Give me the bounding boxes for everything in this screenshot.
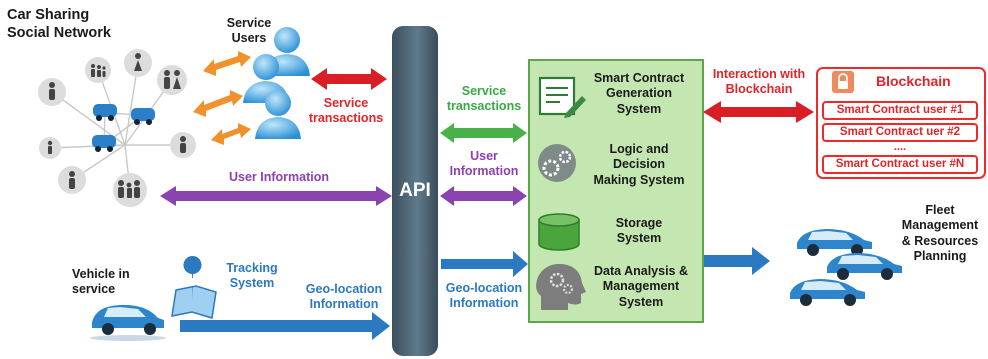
service-users-label: Service Users	[222, 16, 276, 47]
interaction-line: Interaction with	[712, 67, 806, 81]
network-nodes	[38, 49, 196, 207]
geo-location-left-label: Geo-location Information	[300, 282, 388, 313]
blockchain-title: Blockchain	[876, 73, 951, 89]
api-label: API	[399, 180, 431, 201]
system-line: Logic and	[609, 142, 669, 156]
vehicle-line: service	[72, 282, 116, 297]
map-pin-icon	[171, 256, 217, 319]
system-line: Making System	[593, 172, 685, 187]
service-user-icons	[243, 27, 310, 139]
orange-arrow	[193, 90, 243, 117]
person-icon	[69, 171, 75, 189]
orange-arrow	[203, 51, 251, 76]
blockchain-interaction-arrow	[703, 101, 814, 123]
system-line: Data Analysis &	[593, 264, 689, 278]
geo-location-arrow-left	[180, 312, 390, 340]
service-transactions-line: transactions	[308, 111, 384, 126]
service-transactions-line: transactions	[446, 99, 522, 114]
fleet-line: Management	[901, 218, 979, 233]
person-icon	[180, 136, 186, 153]
orange-arrows	[193, 51, 251, 145]
user-information-line: User	[470, 149, 498, 163]
person-icon	[47, 140, 53, 154]
system-line: Smart Contract	[593, 71, 685, 85]
couple-icon	[164, 70, 181, 89]
user-information-arrow-left	[160, 186, 392, 206]
service-transactions-red-label: Service transactions	[304, 96, 388, 127]
vehicle-line: Vehicle in	[72, 267, 130, 281]
analysis-system-label: Data Analysis & Management System	[586, 264, 696, 310]
car-icon	[131, 108, 155, 125]
fleet-line: Fleet	[925, 203, 955, 217]
user-information-arrow-mid	[440, 186, 527, 206]
orange-arrow	[211, 123, 251, 145]
car-icon	[797, 229, 872, 256]
api-bar	[392, 26, 438, 356]
tracking-line: System	[229, 276, 275, 291]
smart-contract-system-label: Smart Contract Generation System	[586, 71, 692, 117]
family-icon	[91, 64, 106, 77]
tracking-line: Tracking	[226, 261, 278, 275]
interaction-line: Blockchain	[725, 82, 793, 97]
car-icon	[790, 279, 865, 306]
person-icon	[49, 82, 55, 100]
social-network-title: Car Sharing Social Network	[7, 7, 111, 42]
system-line: System	[616, 101, 662, 116]
person-icons	[47, 53, 186, 198]
fleet-cars	[790, 229, 902, 306]
user-information-line: Information	[449, 164, 519, 179]
system-line: Decision	[612, 157, 666, 172]
user-information-left-label: User Information	[229, 170, 330, 184]
user-information-mid-label: User Information	[440, 149, 528, 180]
service-transactions-arrow-green	[440, 123, 527, 143]
person-icon	[134, 53, 142, 71]
service-users-line: Service	[226, 16, 272, 30]
service-users-line: Users	[231, 31, 267, 46]
service-transactions-green-label: Service transactions	[440, 84, 528, 115]
geo-location-line: Information	[449, 296, 519, 311]
network-cars	[92, 104, 155, 152]
system-line: System	[616, 231, 662, 246]
geo-location-line: Information	[309, 297, 379, 312]
family-icon	[118, 180, 140, 198]
system-line: Generation	[606, 86, 672, 101]
system-line: System	[618, 294, 664, 309]
tracking-system-label: Tracking System	[221, 261, 283, 292]
car-icon	[93, 104, 117, 121]
social-title-line: Car Sharing	[7, 7, 90, 23]
service-transactions-arrow	[311, 68, 387, 90]
fleet-management-label: Fleet Management & Resources Planning	[896, 203, 984, 264]
geo-location-mid-label: Geo-location Information	[440, 281, 528, 312]
smart-contract-user-n: Smart Contract user #N	[822, 155, 978, 174]
smart-contract-user-2: Smart Contract uer #2	[822, 123, 978, 142]
logic-system-label: Logic and Decision Making System	[586, 142, 692, 188]
vehicle-in-service-label: Vehicle in service	[72, 267, 130, 298]
geo-location-line: Geo-location	[445, 281, 523, 295]
service-user-icon	[255, 90, 301, 139]
fleet-line: & Resources	[901, 233, 979, 248]
storage-system-label: Storage System	[586, 216, 692, 247]
social-title-line: Social Network	[7, 24, 111, 41]
interaction-blockchain-label: Interaction with Blockchain	[704, 67, 814, 98]
geo-location-line: Geo-location	[305, 282, 383, 296]
service-transactions-line: Service	[323, 96, 369, 110]
smart-contract-ellipsis: ....	[893, 141, 907, 153]
system-line: Storage	[615, 216, 663, 230]
car-icon	[90, 304, 166, 341]
geo-location-arrow-mid	[441, 251, 528, 277]
service-transactions-line: Service	[461, 84, 507, 98]
fleet-arrow	[703, 247, 770, 275]
system-line: Management	[602, 279, 680, 294]
smart-contract-user-1: Smart Contract user #1	[822, 101, 978, 120]
car-icon	[92, 135, 116, 152]
car-icon	[827, 253, 902, 280]
node-couple	[157, 65, 187, 95]
fleet-line: Planning	[913, 248, 967, 263]
